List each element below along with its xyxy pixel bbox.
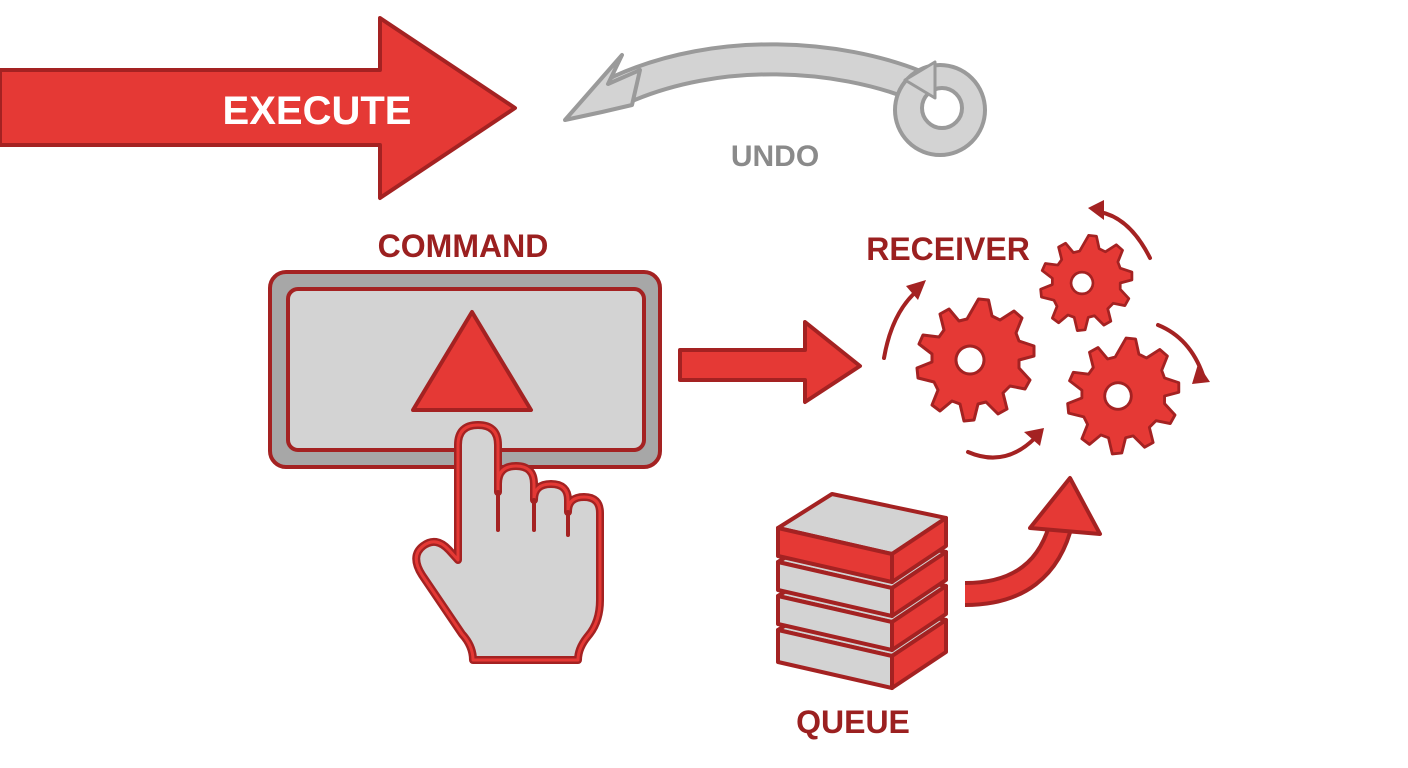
receiver-label: RECEIVER (866, 231, 1030, 267)
queue-to-receiver-arrow-icon (964, 476, 1102, 607)
pointing-hand-icon (412, 421, 604, 664)
stacked-boxes-icon (776, 492, 948, 690)
gears-icon (882, 200, 1210, 460)
undo-arrow-icon: UNDO (563, 42, 987, 173)
command-to-receiver-arrow-icon (678, 320, 862, 404)
undo-label: UNDO (731, 140, 819, 173)
execute-arrow-icon: EXECUTE (0, 16, 517, 200)
command-label: COMMAND (378, 228, 549, 264)
execute-label: EXECUTE (223, 89, 412, 133)
queue-label: QUEUE (796, 704, 910, 740)
